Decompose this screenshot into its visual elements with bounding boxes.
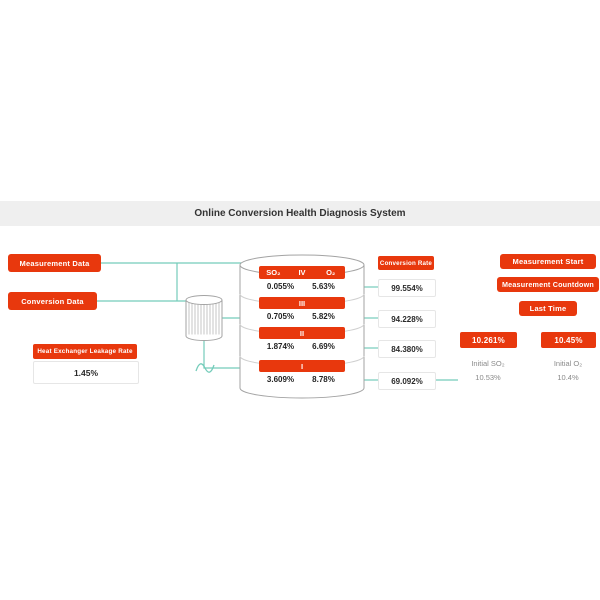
stage-o2-value: 5.63% [312, 281, 335, 291]
stage-values: 1.874% 6.69% [259, 340, 345, 352]
conversion-data-button[interactable]: Conversion Data [8, 292, 97, 310]
conversion-rate-value: 69.092% [378, 372, 436, 390]
stage-values: 0.055% 5.63% [259, 280, 345, 292]
stage-o2-value: 6.69% [312, 341, 335, 351]
page-title: Online Conversion Health Diagnosis Syste… [194, 208, 406, 219]
stage-values: 0.705% 5.82% [259, 310, 345, 322]
stage-o2-value: 5.82% [312, 311, 335, 321]
so2-current-value: 10.261% [460, 332, 517, 348]
stage-values: 3.609% 8.78% [259, 373, 345, 385]
o2-current-value: 10.45% [541, 332, 596, 348]
stage-label: III [298, 298, 306, 308]
last-time-button[interactable]: Last Time [519, 301, 577, 316]
conversion-rate-value: 99.554% [378, 279, 436, 297]
conversion-rate-value: 94.228% [378, 310, 436, 328]
heat-exchanger-icon [185, 295, 223, 341]
stage-so2-value: 1.874% [266, 341, 295, 351]
initial-so2-group: Initial SO₂ 10.53% [458, 359, 518, 382]
connector-lines [97, 262, 458, 381]
initial-o2-value: 10.4% [557, 373, 579, 382]
stage-label: IV [298, 268, 306, 277]
initial-so2-label: Initial SO₂ [471, 359, 505, 368]
title-band: Online Conversion Health Diagnosis Syste… [0, 201, 600, 226]
measurement-start-button[interactable]: Measurement Start [500, 254, 596, 269]
o2-column-header: O₂ [326, 268, 336, 277]
so2-column-header: SO₂ [266, 268, 281, 277]
initial-so2-value: 10.53% [475, 373, 501, 382]
stage-bar: III [259, 297, 345, 309]
conversion-rate-value: 84.380% [378, 340, 436, 358]
stage-header-bar: SO₂ IV O₂ [259, 266, 345, 279]
stage-bar: I [259, 360, 345, 372]
stage-so2-value: 3.609% [266, 374, 295, 384]
stage-bar: II [259, 327, 345, 339]
stage-so2-value: 0.705% [266, 311, 295, 321]
initial-o2-group: Initial O₂ 10.4% [539, 359, 597, 382]
conversion-rate-header: Conversion Rate [378, 256, 434, 270]
heat-exchanger-leakage-value: 1.45% [33, 361, 139, 384]
stage-label: II [299, 328, 305, 338]
measurement-data-button[interactable]: Measurement Data [8, 254, 101, 272]
measurement-countdown-button[interactable]: Measurement Countdown [497, 277, 599, 292]
wave-icon [195, 363, 215, 373]
initial-o2-label: Initial O₂ [553, 359, 583, 368]
stage-so2-value: 0.055% [266, 281, 295, 291]
heat-exchanger-leakage-label: Heat Exchanger Leakage Rate [33, 344, 137, 359]
stage-o2-value: 8.78% [312, 374, 335, 384]
stage-label: I [300, 361, 304, 371]
